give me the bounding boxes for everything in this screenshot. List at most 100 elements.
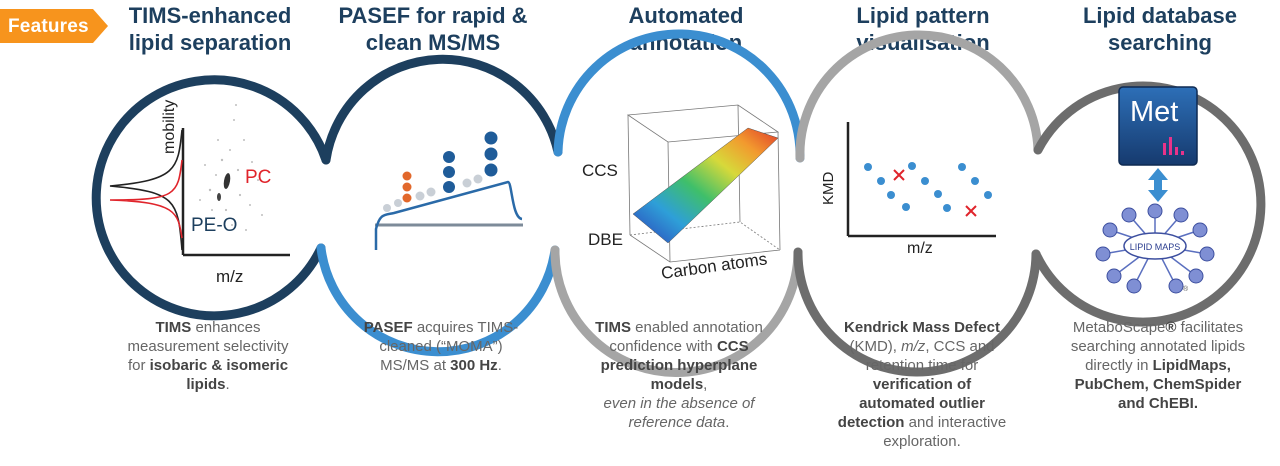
pasef-ramp-trace: [374, 180, 523, 250]
description-text: confidence with: [609, 338, 717, 355]
ion-cloud-scatter: [199, 104, 263, 231]
feature-2-title-line-1: PASEF for rapid &: [338, 3, 528, 28]
description-text: directly in: [1085, 357, 1153, 374]
description-line: measurement selectivity: [103, 337, 313, 356]
description-line: detection and interactive: [817, 413, 1027, 432]
feature-1-title-line-2: lipid separation: [128, 30, 292, 55]
lipid-maps-logo: LIPID MAPS ®: [1095, 203, 1215, 294]
description-emphasis: PubChem, ChemSpider: [1074, 376, 1242, 393]
peo-label: PE-O: [191, 215, 237, 236]
feature-2-circle: [316, 54, 563, 357]
description-emphasis: 300 Hz: [450, 357, 498, 374]
feature-4-ring-top: [795, 30, 1043, 163]
description-emphasis: isobaric & isomeric: [149, 357, 289, 374]
pc-ion-spot: [223, 173, 231, 189]
description-text: MetaboScape: [1072, 319, 1166, 336]
feature-5-circle: Met: [1031, 81, 1266, 327]
metaboscape-app-label: Met: [1130, 96, 1178, 128]
description-line: for isobaric & isomeric: [103, 356, 313, 375]
feature-1-circle: mobility PC PE-O m/z: [91, 75, 331, 321]
mobilogram-black: [109, 129, 183, 251]
description-emphasis: TIMS: [155, 319, 192, 336]
feature-3-title-line-1: Automated: [628, 3, 744, 28]
ccs-axis-label: CCS: [582, 161, 618, 180]
description-text: .: [225, 376, 230, 393]
precursor-grey-dots: [383, 174, 483, 212]
app-icon-bars: [1163, 137, 1184, 155]
metaboscape-app-icon: [1118, 86, 1198, 166]
feature-2-ring-bottom: [316, 243, 560, 357]
description-line: Kendrick Mass Defect: [817, 318, 1027, 337]
description-text: enhances: [191, 319, 261, 336]
description-text: exploration.: [883, 433, 961, 450]
description-emphasis: detection: [837, 414, 905, 431]
feature-2-title-line-2: clean MS/MS: [365, 30, 501, 55]
badge-arrow-shape: [0, 9, 108, 43]
description-line: PubChem, ChemSpider: [1053, 375, 1263, 394]
feature-2-ring-top: [321, 54, 563, 165]
bidirectional-arrow-icon: [1148, 168, 1168, 202]
feature-1-title-line-1: TIMS-enhanced: [128, 3, 292, 28]
description-text: measurement selectivity: [127, 338, 289, 355]
dbe-axis-label: DBE: [588, 230, 623, 249]
description-line: MS/MS at 300 Hz.: [336, 356, 546, 375]
description-line: MetaboScape® facilitates: [1053, 318, 1263, 337]
description-emphasis: and ChEBI.: [1117, 395, 1198, 412]
description-emphasis: TIMS: [595, 319, 632, 336]
precursor-blue-dots: [443, 131, 498, 193]
feature-2-description: PASEF acquires TIMS-cleaned (“MOMA”)MS/M…: [336, 318, 546, 375]
feature-4-ring-bottom: [793, 247, 1041, 377]
kmd-outlier-marks: [893, 169, 977, 217]
description-italic: reference data: [628, 414, 726, 431]
feature-2-title: PASEF for rapid & clean MS/MS: [323, 2, 543, 56]
description-line: even in the absence of: [574, 394, 784, 413]
feature-5-title-line-2: searching: [1108, 30, 1212, 55]
description-emphasis: automated outlier: [859, 395, 985, 412]
description-emphasis: prediction hyperplane models: [600, 357, 758, 393]
description-emphasis: Kendrick Mass Defect: [844, 319, 1000, 336]
feature-1-ring: [91, 75, 331, 321]
pc-label: PC: [245, 167, 271, 188]
kmd-axis-label: KMD: [820, 172, 837, 206]
mobilogram-red: [109, 159, 183, 239]
feature-5-title: Lipid database searching: [1050, 2, 1270, 56]
description-line: verification of: [817, 375, 1027, 394]
description-italic: even in the absence of: [603, 395, 755, 412]
description-line: TIMS enabled annotation: [574, 318, 784, 337]
description-text: .: [497, 357, 502, 374]
lipid-maps-center: [1123, 232, 1187, 260]
description-line: exploration.: [817, 432, 1027, 451]
feature-4-circle: KMD m/z: [793, 30, 1043, 377]
description-line: searching annotated lipids: [1053, 337, 1263, 356]
features-badge: Features: [0, 9, 110, 43]
description-line: TIMS enhances: [103, 318, 313, 337]
description-emphasis: verification of: [872, 376, 972, 393]
description-text: , CCS and: [925, 338, 995, 355]
mobility-axis-label: mobility: [161, 100, 178, 154]
lipid-maps-label: LIPID MAPS: [1130, 242, 1181, 252]
kmd-data-points: [864, 162, 992, 212]
peo-ion-spot: [217, 193, 221, 201]
feature-5-title-line-1: Lipid database: [1082, 3, 1238, 28]
description-text: enabled annotation: [631, 319, 763, 336]
mz-axis-label-4: m/z: [907, 240, 933, 257]
description-emphasis: PASEF: [363, 319, 413, 336]
description-text: facilitates: [1176, 319, 1244, 336]
description-text: acquires TIMS-: [412, 319, 519, 336]
lipid-maps-nodes: [1095, 203, 1215, 294]
mz-axis-label-1: m/z: [216, 267, 243, 286]
description-text: .: [725, 414, 730, 431]
description-line: prediction hyperplane models,: [574, 356, 784, 394]
description-emphasis: lipids: [186, 376, 226, 393]
description-line: reference data.: [574, 413, 784, 432]
description-text: searching annotated lipids: [1070, 338, 1246, 355]
description-text: ,: [703, 376, 708, 393]
lipid-maps-reg-mark: ®: [1183, 285, 1189, 293]
description-emphasis: ®: [1165, 319, 1177, 336]
feature-1-title: TIMS-enhanced lipid separation: [100, 2, 320, 56]
